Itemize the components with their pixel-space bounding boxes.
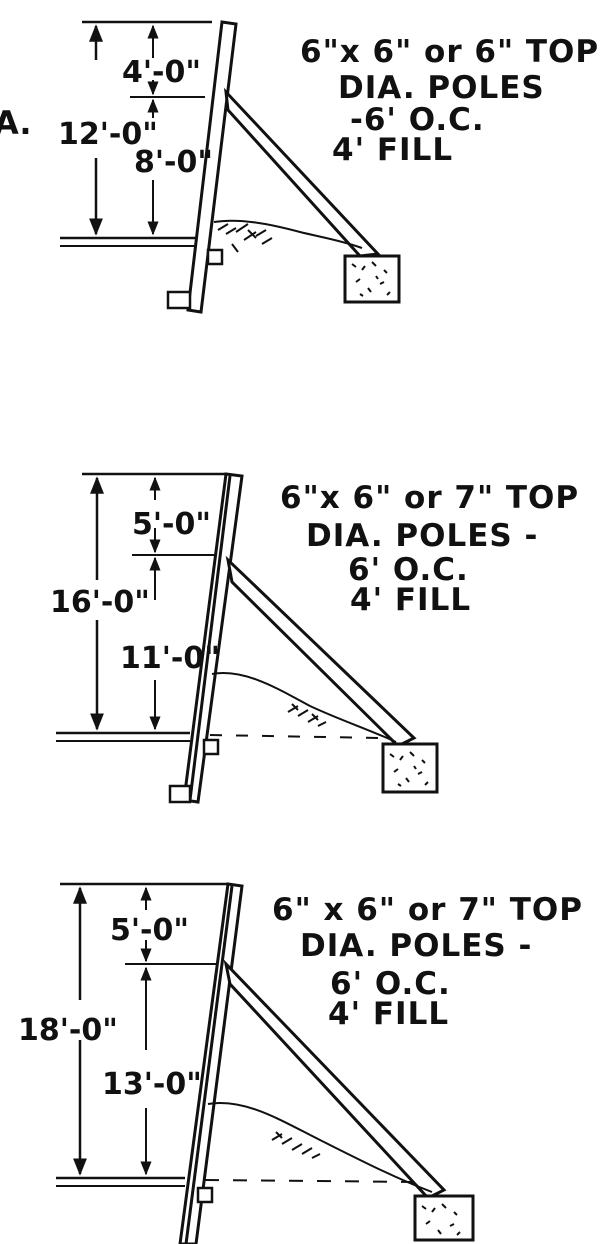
footing-2 (381, 742, 439, 794)
pole-spec-line-3: -6' O.C. (350, 102, 485, 138)
upper-height-label-2: 5'-0" (132, 507, 211, 542)
pole-spec-line-4: 4' FILL (328, 996, 449, 1032)
total-height-label-1: 12'-0" (58, 117, 158, 152)
pole-spec-line-2: DIA. POLES - (300, 928, 532, 964)
pole-spec-line-4: 4' FILL (350, 582, 471, 618)
footing-1 (343, 254, 401, 304)
pole-spec-line-2: DIA. POLES - (306, 518, 538, 554)
wall-section-2: 5'-0" 16'-0" 11'-0" 6"x 6" or 7" TOP DIA… (50, 472, 579, 804)
upper-height-label-3: 5'-0" (110, 913, 189, 948)
pole-spec-line-1: 6"x 6" or 7" TOP (280, 480, 579, 516)
footing-3 (413, 1194, 475, 1242)
upper-height-label-1: 4'-0" (122, 55, 201, 90)
fragment-label: A. (0, 104, 32, 142)
pole-spec-line-4: 4' FILL (332, 132, 453, 168)
lower-height-label-1: 8'-0" (134, 145, 213, 180)
pole-spec-line-1: 6" x 6" or 7" TOP (272, 892, 583, 928)
pole-spec-line-3: 6' O.C. (330, 966, 451, 1002)
pole-spec-line-3: 6' O.C. (348, 552, 469, 588)
lower-height-label-3: 13'-0" (102, 1067, 202, 1102)
lower-height-label-2: 11'-0" (120, 641, 220, 676)
pole-spec-line-1: 6"x 6" or 6" TOP (300, 34, 599, 70)
total-height-label-2: 16'-0" (50, 585, 150, 620)
total-height-label-3: 18'-0" (18, 1013, 118, 1048)
pole-1 (186, 20, 238, 314)
wall-section-1: 4'-0" 12'-0" 8'-0" 6"x 6" or 6" TOP DIA.… (58, 20, 599, 314)
wall-section-3: 5'-0" 18'-0" 13'-0" 6" x 6" or 7" TOP DI… (18, 882, 583, 1244)
pole-spec-line-2: DIA. POLES (338, 70, 545, 106)
